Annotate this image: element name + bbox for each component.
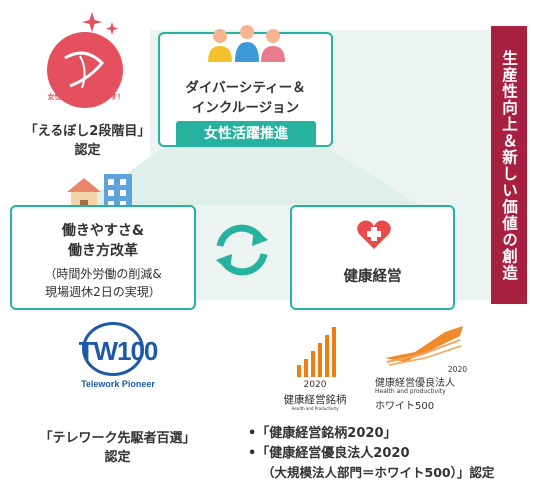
health-award-bullet-3: （大規模法人部門＝ホワイト500）」認定 xyxy=(262,465,495,480)
workstyle-line-2: 働き方改革 xyxy=(68,243,138,259)
women-promotion-label: 女性活躍推進 xyxy=(204,126,288,142)
workstyle-sub-2: 現場週休2日の実現） xyxy=(45,285,161,299)
yuryo-flag-icon xyxy=(385,326,463,366)
eruboshi-logo xyxy=(47,12,123,108)
eruboshi-caption-1: 「えるぼし2段階目」 xyxy=(24,124,151,139)
tw100-text: TW100 xyxy=(78,336,159,366)
heart-cross-icon xyxy=(357,220,391,249)
health-box: 健康経営 xyxy=(290,205,455,310)
people-icon xyxy=(208,25,285,62)
workstyle-line-1: 働きやすさ& xyxy=(61,223,145,239)
health-yuryo-logo: 2020 健康経営優良法人 Health and productivity ホワ… xyxy=(375,322,470,417)
goal-banner: 生産性向上＆新しい価値の創造 xyxy=(491,26,527,304)
eruboshi-badge: 女性が活躍しています！ xyxy=(30,8,140,118)
meigara-year: 2020 xyxy=(303,380,327,390)
diversity-line-2: インクルージョン xyxy=(191,100,300,116)
yuryo-sub: Health and productivity xyxy=(375,388,446,395)
women-promotion-banner: 女性活躍推進 xyxy=(176,121,316,147)
meigara-name: 健康経営銘柄 xyxy=(283,394,347,406)
telework-caption-2: 認定 xyxy=(104,450,131,465)
yuryo-white: ホワイト500 xyxy=(375,401,435,412)
diversity-line-1: ダイバーシティー＆ xyxy=(185,80,306,96)
health-award-bullet-2: •「健康経営優良法人2020 xyxy=(248,446,410,461)
health-award-bullet-1: •「健康経営銘柄2020」 xyxy=(248,426,397,441)
tw100-pioneer: Telework Pioneer xyxy=(81,379,155,389)
yuryo-name: 健康経営優良法人 xyxy=(375,378,455,389)
meigara-bars-icon xyxy=(297,327,336,377)
eruboshi-arc-text: 女性が活躍しています！ xyxy=(47,93,125,101)
telework-caption-1: 「テレワーク先駆者百選」 xyxy=(39,431,196,446)
tw100-logo: TW100 Telework Pioneer xyxy=(68,322,168,392)
workstyle-box: 働きやすさ& 働き方改革 （時間外労働の削減& 現場週休2日の実現） xyxy=(10,205,196,310)
goal-text: 生産性向上＆新しい価値の創造 xyxy=(500,49,518,281)
health-meigara-logo: 2020 健康経営銘柄 Health and Productivity xyxy=(275,325,355,415)
workstyle-sub-1: （時間外労働の削減& xyxy=(44,267,162,281)
cycle-arrows-icon xyxy=(216,224,268,276)
health-title: 健康経営 xyxy=(343,269,402,285)
eruboshi-caption-2: 認定 xyxy=(74,143,101,158)
yuryo-year: 2020 xyxy=(447,365,467,374)
meigara-sub: Health and Productivity xyxy=(291,406,339,411)
